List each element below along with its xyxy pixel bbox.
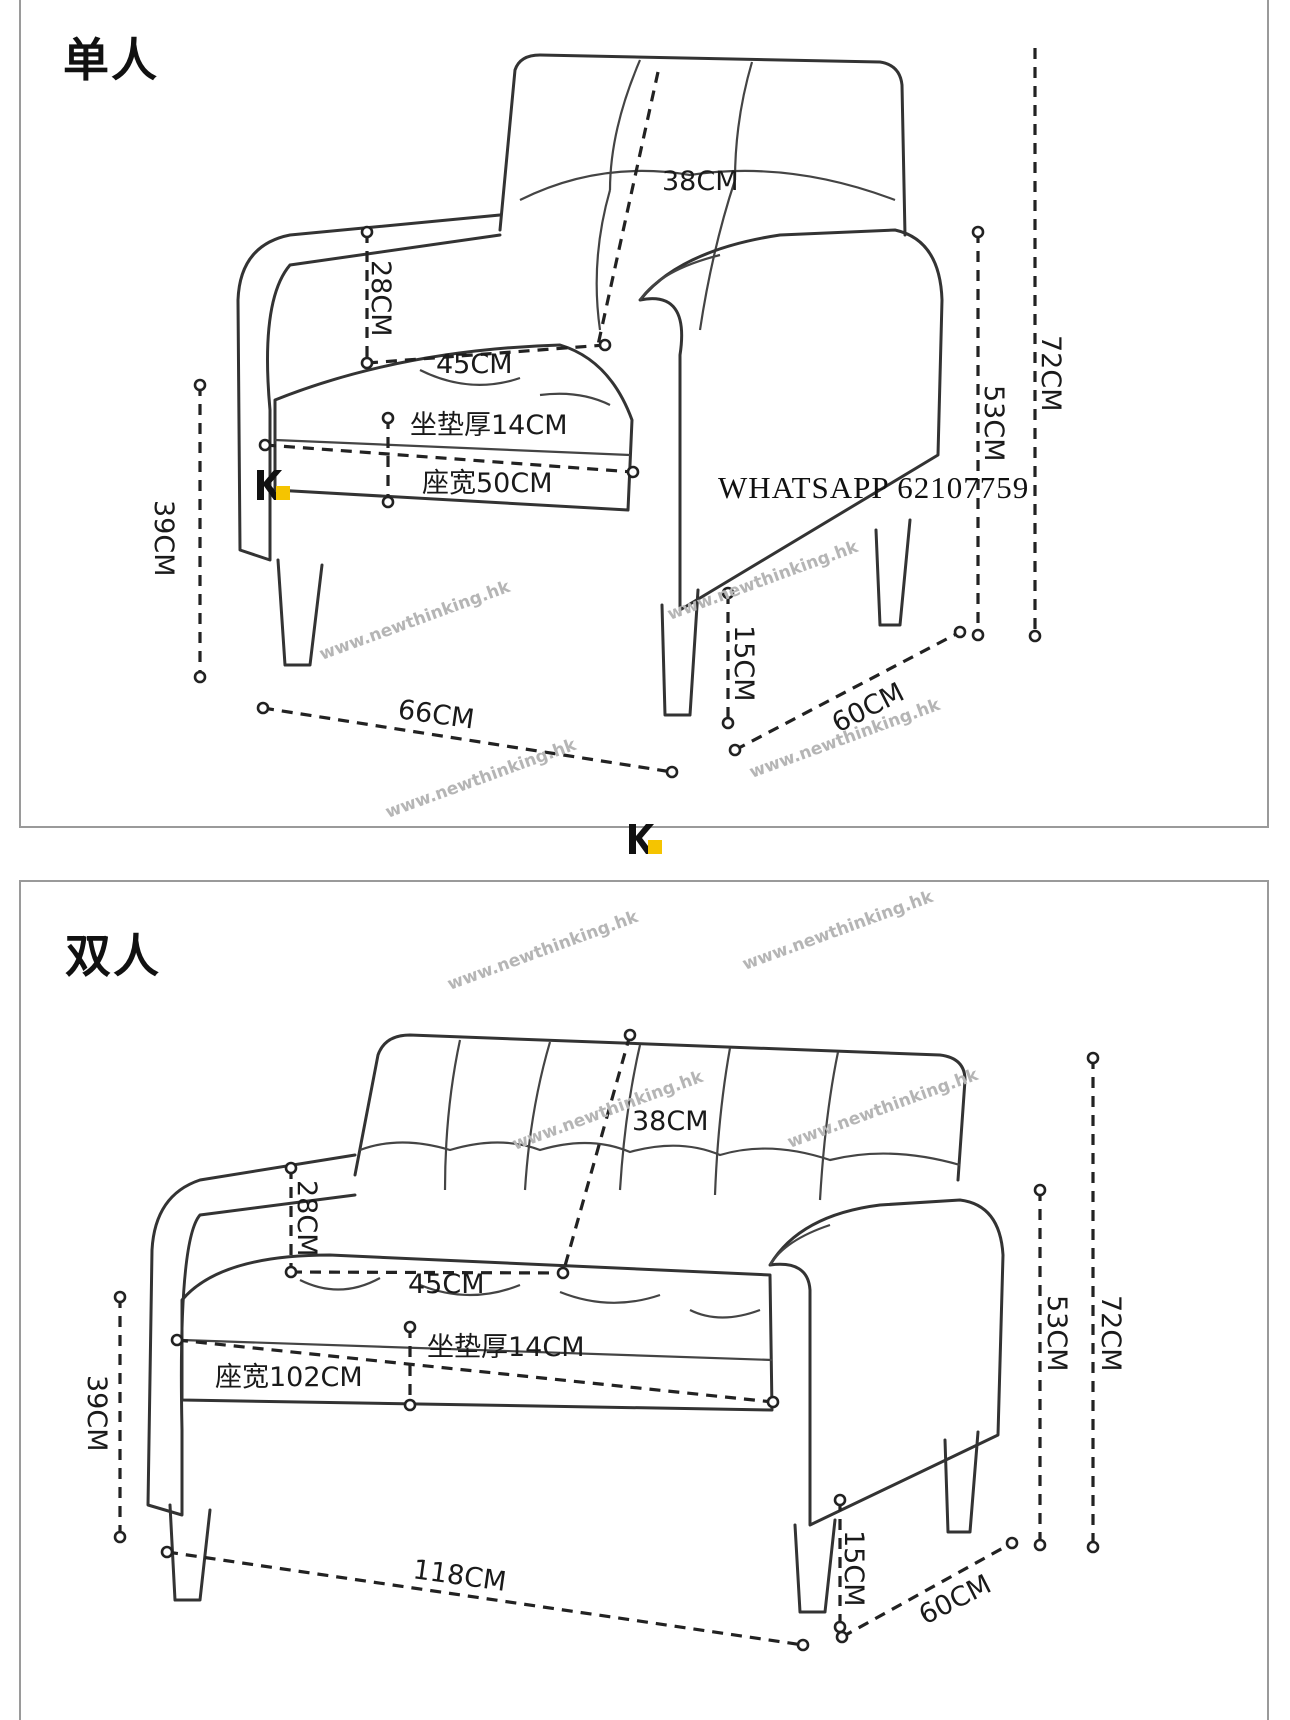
double-arm-height-label: 53CM — [1041, 1295, 1072, 1372]
single-seat-width-label: 座宽50CM — [422, 468, 553, 499]
chair-seat-cushion — [273, 343, 634, 512]
single-seat-height-label: 39CM — [148, 500, 179, 577]
double-armrest-height-label: 28CM — [291, 1180, 322, 1257]
single-seat-depth-label: 45CM — [436, 349, 513, 380]
sofa-leg — [793, 1518, 837, 1614]
double-seat-depth-label: 45CM — [408, 1269, 485, 1300]
double-total-depth-label: 60CM — [914, 1569, 996, 1631]
single-leg-height-label: 15CM — [728, 625, 759, 702]
double-seat-width-label: 座宽102CM — [215, 1362, 363, 1393]
watermark: www.newthinking.hk — [740, 887, 937, 975]
sofa-right-arm — [768, 1198, 1005, 1527]
single-seat-title: 单人 — [63, 33, 159, 87]
sofa-leg — [943, 1430, 980, 1534]
chair-leg — [874, 518, 912, 627]
watermark: www.newthinking.hk — [445, 907, 642, 995]
double-cushion-thickness-label: 坐垫厚14CM — [427, 1332, 585, 1363]
dimension-endpoints — [193, 225, 1042, 779]
single-cushion-thickness-label: 坐垫厚14CM — [410, 410, 568, 441]
double-total-width-label: 118CM — [411, 1554, 508, 1598]
single-backrest-height-label: 38CM — [662, 166, 739, 197]
k-logo-icon — [629, 824, 662, 854]
double-seat-title: 双人 — [65, 929, 161, 983]
chair-right-arm — [638, 228, 944, 612]
chair-leg — [276, 558, 324, 667]
watermark: www.newthinking.hk — [785, 1065, 982, 1153]
sofa-left-arm — [146, 1153, 357, 1517]
single-arm-height-label: 53CM — [978, 385, 1009, 462]
double-total-height-label: 72CM — [1095, 1295, 1126, 1372]
whatsapp-contact: WHATSAPP 62107759 — [718, 470, 1030, 505]
k-logo-icon — [257, 470, 290, 500]
double-seat-height-label: 39CM — [81, 1375, 112, 1452]
chair-leg — [660, 588, 700, 717]
dimension-endpoints — [113, 1028, 1100, 1652]
chair-left-arm — [236, 213, 502, 562]
double-backrest-height-label: 38CM — [632, 1106, 709, 1137]
sofa-seat-cushion — [180, 1253, 774, 1412]
single-chair-diagram: 38CM 28CM 45CM 坐垫厚14CM 座宽50CM 39CM 66CM … — [148, 48, 1066, 823]
chair-backrest — [498, 53, 907, 237]
double-leg-height-label: 15CM — [838, 1530, 869, 1607]
single-armrest-height-label: 28CM — [365, 260, 396, 337]
single-total-height-label: 72CM — [1035, 335, 1066, 412]
sofa-backrest — [353, 1033, 967, 1182]
